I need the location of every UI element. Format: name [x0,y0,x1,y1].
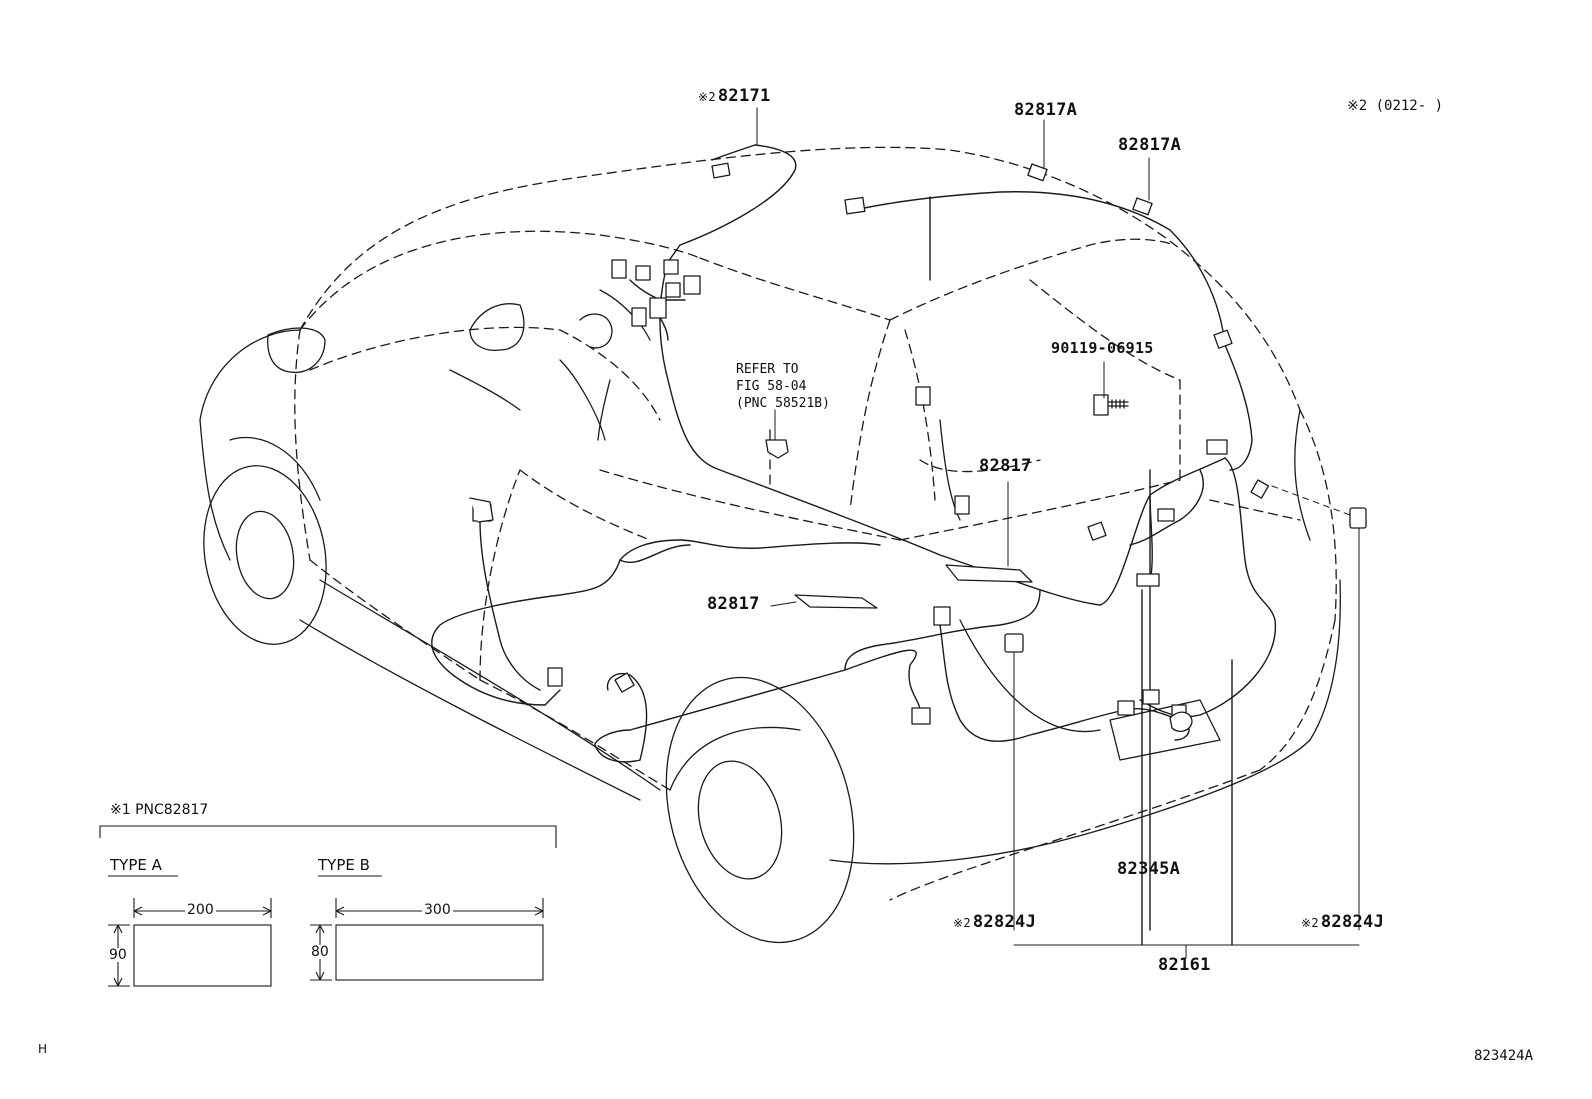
callout-82345a: 82345A [1117,859,1181,879]
type-b-title: TYPE B [318,856,370,874]
note-mark: ※2 [698,90,716,104]
inset-header: ※1 PNC82817 [110,802,209,818]
type-a-title: TYPE A [110,856,162,874]
note-mark: ※2 [953,916,971,930]
callout-82817a-second: 82817A [1118,135,1182,155]
connectors [469,162,1367,733]
type-a-width: 200 [185,902,216,918]
type-b-width: 300 [422,902,453,918]
note-mark: ※2 [1301,916,1319,930]
callout-82817a-top: 82817A [1014,100,1078,120]
type-a-height: 90 [107,947,129,963]
vehicle-body-solid [199,289,1341,944]
callout-82161: 82161 [1158,955,1211,975]
refer-line-2: FIG 58-04 [736,379,807,394]
refer-line-3: (PNC 58521B) [736,396,830,411]
part-number: 82824J [1320,912,1385,932]
leader-lines [756,107,1360,959]
refer-to-note: REFER TO FIG 58-04 (PNC 58521B) [736,361,830,412]
type-b-height: 80 [309,944,331,960]
refer-line-1: REFER TO [736,362,799,377]
vehicle-body-outline [294,146,1337,901]
part-number: 82824J [972,912,1037,932]
callout-82817-right: 82817 [979,456,1032,476]
type-a-mat-outline [133,924,272,987]
inset-mat-types [99,825,557,987]
type-b-mat-outline [335,924,544,981]
callout-82817-left: 82817 [707,594,760,614]
wire-harness [431,144,1277,946]
corner-mark: H [38,1042,48,1056]
part-number: 82171 [717,86,771,106]
callout-90119-06915: 90119-06915 [1051,339,1154,357]
adhesive-mats [794,564,1033,609]
figure-id: 823424A [1474,1048,1534,1064]
production-range-note: ※2 (0212- ) [1347,98,1444,114]
